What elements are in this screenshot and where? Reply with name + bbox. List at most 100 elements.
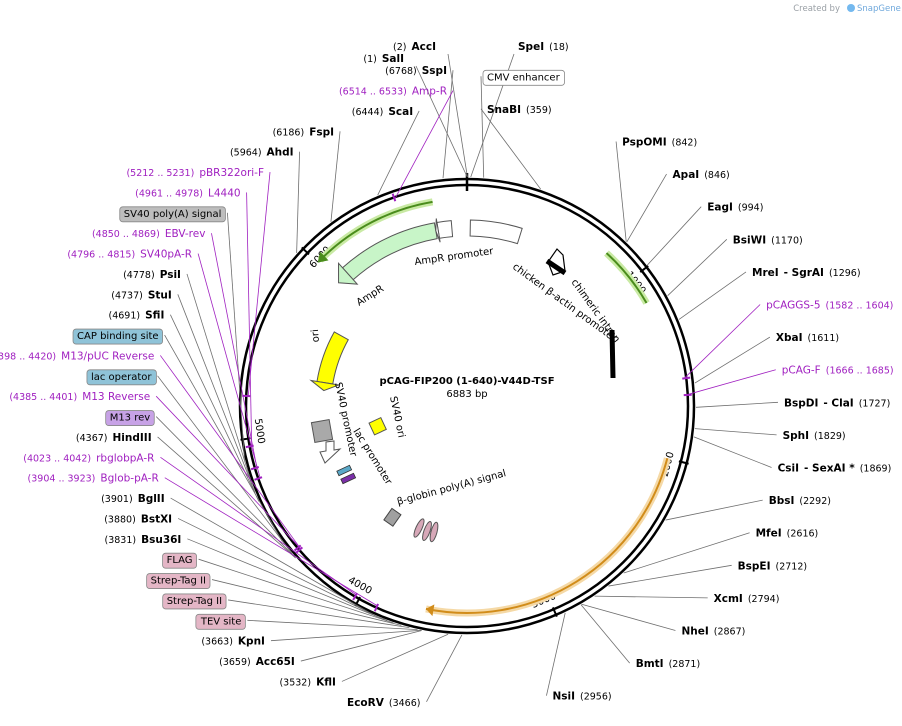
site-6444-scai: (6444)ScaI [352, 106, 413, 118]
site-4778-psii: (4778)PsiI [123, 269, 181, 281]
leader-4367-hindiii [157, 436, 297, 559]
ori-arrowhead [309, 379, 341, 392]
box-flag [162, 552, 197, 569]
site-m13-rev: M13 rev [110, 413, 151, 424]
site-sv40-poly-a-signal: SV40 poly(A) signal [124, 209, 222, 220]
primer-mark-pcaggs-5-1582-1604 [682, 376, 691, 380]
primer-mark-3904-3923-bglob-pa-r [373, 603, 379, 612]
cds-arc [425, 457, 669, 614]
leader-ecorv-3466 [426, 634, 463, 702]
site-4691-sfii: (4691)SfiI [109, 310, 165, 322]
site-xbai-1611: XbaI(1611) [776, 332, 839, 344]
leader-tev-site [247, 619, 418, 630]
site-4398-4420-m13-puc-reverse: (4398 .. 4420)M13/pUC Reverse [0, 350, 154, 362]
site-6186-fspi: (6186)FspI [273, 126, 334, 138]
leader-snabi-359 [480, 108, 542, 190]
backbone-outer [238, 177, 696, 635]
leader-5964-ahdi [296, 151, 300, 253]
leader-pspomi-842 [615, 141, 627, 242]
site-bsiwi-1170: BsiWI(1170) [733, 234, 803, 246]
site-1-sali: (1)SalI [363, 53, 404, 65]
leader-1-sali [415, 65, 468, 178]
ampr-promoter-block [436, 220, 454, 239]
leader-bspei-2712 [608, 564, 732, 587]
site-5212-5231-pbr322ori-f: (5212 .. 5231)pBR322ori-F [126, 167, 264, 179]
primer-mark-4398-4420-m13-puc-reverse [293, 544, 302, 552]
site-3659-acc65i: (3659)Acc65I [219, 656, 295, 668]
site-strep-tag-ii: Strep-Tag II [167, 596, 222, 607]
leader-bbsi-2292 [665, 499, 763, 521]
site-xcmi-2794: XcmI(2794) [714, 593, 780, 605]
sv40-promoter-box [310, 419, 334, 443]
leader-4796-4815-sv40pa-r [197, 253, 261, 478]
leader-sv40-poly-a-signal [227, 212, 245, 461]
site-mrei-sgrai-1296: MreI- SgrAI(1296) [752, 267, 861, 279]
leader-3532-kfli [341, 633, 449, 682]
site-6768-sspi: (6768)SspI [385, 65, 447, 77]
label-sv40-promoter: SV40 promoter [332, 381, 359, 458]
tick-2000 [678, 460, 689, 465]
site-3904-3923-bglob-pa-r: (3904 .. 3923)Bglob-pA-R [28, 473, 159, 485]
site-4737-stui: (4737)StuI [111, 289, 172, 301]
box-cap-binding-site [72, 328, 163, 345]
site-4367-hindiii: (4367)HindIII [76, 432, 152, 444]
leader-4850-4869-ebv-rev [211, 233, 258, 468]
box-strep-tag-ii [162, 593, 227, 610]
leader-3663-kpni [270, 629, 422, 642]
leader-xbai-1611 [694, 336, 771, 384]
strep-motif-1 [422, 521, 432, 541]
sv40-promoter-arrow [319, 440, 342, 464]
site-flag: FLAG [167, 555, 193, 566]
site-bspdi-clai-1727: BspDI- ClaI(1727) [784, 397, 890, 409]
intron-arc [605, 252, 648, 304]
label-sv40-ori: SV40 ori [387, 395, 407, 438]
site-eagi-994: EagI(994) [707, 202, 763, 214]
plasmid-size: 6883 bp [446, 389, 487, 400]
leader-6514-6533-amp-r [394, 90, 454, 200]
leader-3904-3923-bglob-pa-r [164, 477, 378, 607]
tick-1000 [639, 265, 649, 273]
leader-flag [198, 558, 394, 624]
credit-text: Created by [793, 4, 840, 14]
leader-3831-bsu36i [187, 538, 388, 622]
primer-mark-6514-6533-amp-r [391, 193, 397, 202]
primer-mark-4023-4042-rbglobpa-r [352, 592, 359, 601]
site-snabi-359: SnaBI(359) [487, 104, 552, 116]
leader-bspdi-clai-1727 [695, 401, 779, 408]
site-strep-tag-ii: Strep-Tag II [151, 576, 206, 587]
label-ori: ori [310, 329, 322, 343]
strep-motif-2 [429, 521, 439, 543]
ampr-block-arrowhead [338, 262, 359, 285]
ampr-outer-arrowhead [317, 251, 329, 263]
box-m13-rev [105, 410, 155, 426]
site-csii-sexai-1869: CsiI- SexAI *(1869) [778, 463, 892, 475]
leader-mfei-2616 [623, 532, 750, 574]
site-4385-4401-m13-reverse: (4385 .. 4401)M13 Reverse [9, 391, 150, 403]
tick-3000 [551, 607, 558, 618]
site-apai-846: ApaI(846) [673, 169, 730, 181]
leader-xcmi-2794 [594, 595, 708, 599]
leader-4398-4420-m13-puc-reverse [160, 355, 300, 547]
intron-end-bar [609, 329, 616, 379]
site-3901-bglii: (3901)BglII [101, 493, 165, 505]
leader-4961-4978-l4440 [246, 192, 253, 447]
site-sphi-1829: SphI(1829) [783, 430, 846, 442]
site-lac-operator: lac operator [91, 372, 152, 383]
site-3831-bsu36i: (3831)Bsu36I [105, 534, 182, 546]
leader-sphi-1829 [694, 428, 777, 436]
site-bbsi-2292: BbsI(2292) [769, 495, 831, 507]
box-sv40-poly-a-signal [119, 206, 226, 223]
promoter-bar [545, 258, 567, 276]
leader-pcaggs-5-1582-1604 [683, 304, 761, 379]
bglob-polya-box [383, 507, 402, 527]
leader-3880-bstxi [177, 518, 378, 618]
tick-4000 [354, 596, 361, 607]
site-5964-ahdi: (5964)AhdI [230, 147, 294, 159]
flag-motif [413, 518, 425, 538]
brand-text: SnapGene [857, 4, 901, 14]
leader-6186-fspi [330, 131, 341, 222]
leader-nhei-2867 [581, 603, 676, 631]
leader-5212-5231-pbr322ori-f [247, 172, 271, 397]
site-2-acci: (2)AccI [393, 41, 436, 53]
